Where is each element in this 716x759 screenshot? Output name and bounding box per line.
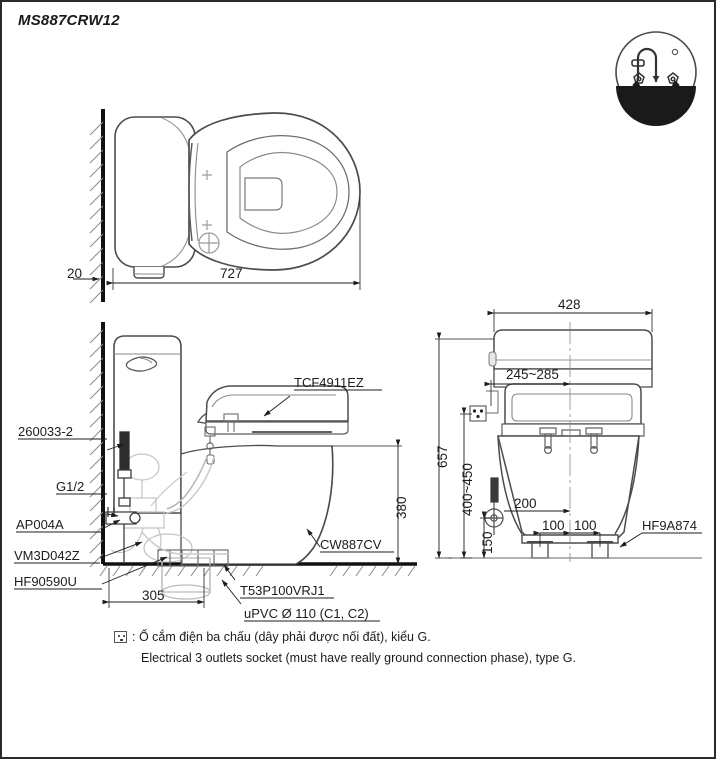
callout-floor-flange: T53P100VRJ1 <box>240 583 325 598</box>
page-title: MS887CRW12 <box>18 12 120 29</box>
dim-overall-length: 727 <box>220 266 243 281</box>
callout-angle-valve-pipe: 260033-2 <box>18 424 73 439</box>
note-line-english: Electrical 3 outlets socket (must have r… <box>141 651 576 665</box>
dim-socket-height: 400~450 <box>460 463 475 516</box>
dim-overall-width: 428 <box>558 297 581 312</box>
dim-bolt-left: 100 <box>542 518 565 533</box>
tornado-flush-icon <box>615 31 697 126</box>
callout-flexible-hose: HF90590U <box>14 574 77 589</box>
callout-drain-pipe: uPVC Ø 110 (C1, C2) <box>244 606 369 621</box>
dim-socket-offset: 245~285 <box>506 367 559 382</box>
callout-bowl: CW887CV <box>320 537 382 552</box>
callout-thread: G1/2 <box>56 479 85 494</box>
callout-stop-valve: AP004A <box>16 517 64 532</box>
callout-seat: TCF4911EZ <box>294 375 364 390</box>
dim-overall-height: 657 <box>435 445 450 468</box>
side-section-view <box>14 322 417 622</box>
callout-bolt-cap: HF9A874 <box>642 518 697 533</box>
power-socket-icon <box>469 390 499 422</box>
dim-wall-gap: 20 <box>67 266 83 281</box>
front-view <box>435 309 702 562</box>
dim-supply-height: 150 <box>480 531 495 554</box>
dim-rough-in: 305 <box>142 588 165 603</box>
dim-seat-height: 380 <box>394 496 409 519</box>
callout-connector: VM3D042Z <box>14 548 80 563</box>
top-view <box>73 109 361 304</box>
power-socket-icon-note <box>114 631 127 643</box>
dim-bolt-right: 100 <box>574 518 597 533</box>
dim-bolt-span: 200 <box>514 496 537 511</box>
note-line-vietnamese: : Ổ cắm điện ba chấu (dây phải được nối … <box>132 630 431 644</box>
